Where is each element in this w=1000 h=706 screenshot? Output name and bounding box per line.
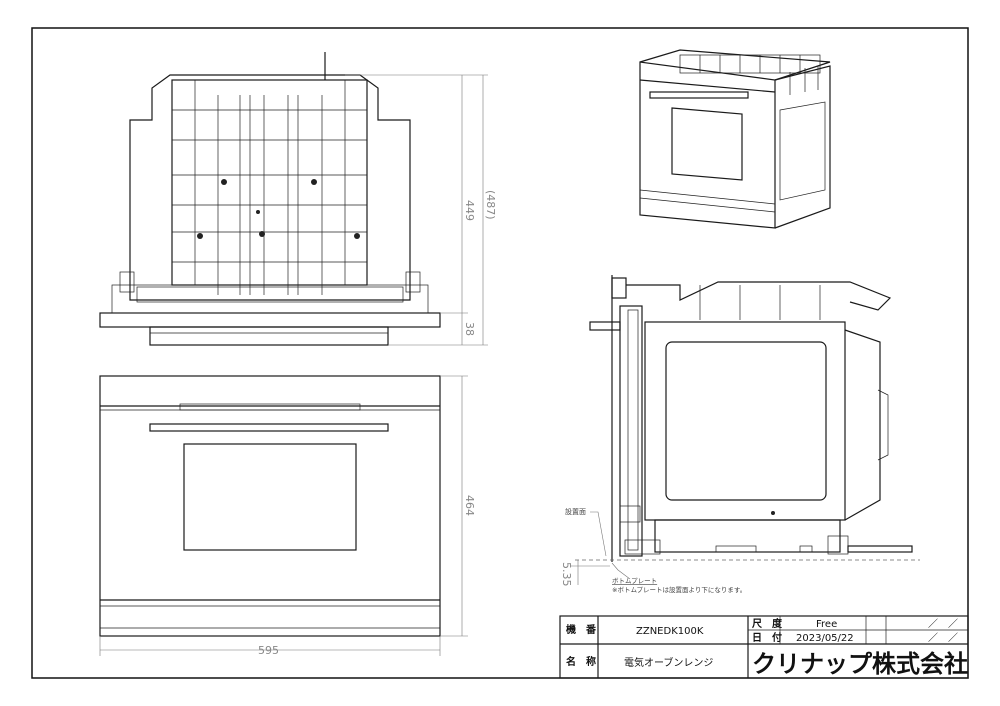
bottom-plate-note: ※ボトムプレートは設置面より下になります。	[612, 585, 746, 594]
revision-mark-2: ／ ／	[928, 632, 958, 644]
title-block: 機 番 ZZNEDK100K 尺 度 Free 日 付 2023/05/22 ／…	[559, 615, 969, 679]
dim-front-width: 595	[258, 644, 279, 657]
dim-side-offset: 5.35	[560, 562, 573, 587]
label-model: 機 番	[566, 623, 597, 636]
label-name: 名 称	[566, 655, 596, 668]
label-scale: 尺 度	[752, 617, 783, 630]
install-surface-label: 設置面	[565, 507, 586, 516]
side-view: 設置面 5.35 ボトムプレート ※ボトムプレートは設置面より下になります。	[560, 275, 920, 594]
front-view: 464 595	[99, 375, 476, 657]
product-name: 電気オーブンレンジ	[624, 656, 713, 669]
dim-top-height: 449	[463, 200, 476, 221]
label-date: 日 付	[752, 631, 782, 644]
scale-value: Free	[816, 619, 837, 630]
bottom-plate-title: ボトムプレート	[612, 577, 657, 585]
dim-top-height-ref: (487)	[484, 190, 497, 220]
isometric-view	[639, 49, 831, 229]
revision-mark-1: ／ ／	[928, 618, 958, 630]
company-name: クリナップ株式会社	[752, 650, 968, 678]
dim-top-base: 38	[463, 322, 476, 336]
date-value: 2023/05/22	[796, 633, 854, 644]
dim-front-height: 464	[463, 495, 476, 516]
drawing-border	[31, 27, 969, 679]
model-number: ZZNEDK100K	[636, 626, 704, 637]
top-view: 449 (487) 38	[99, 52, 497, 346]
